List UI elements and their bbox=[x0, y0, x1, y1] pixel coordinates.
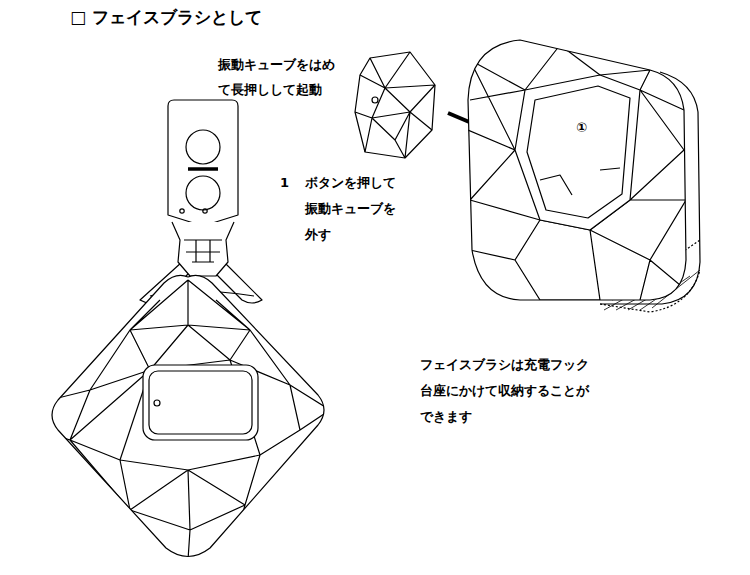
note-text: フェイスブラシは充電フック 台座にかけて収納することが できます bbox=[420, 352, 596, 430]
callout-number: 1 bbox=[280, 170, 296, 196]
cavity-detail bbox=[540, 168, 620, 195]
brush-side-view bbox=[468, 40, 700, 312]
note-text: ボタンを押して 振動キューブを 外す bbox=[305, 170, 403, 248]
hook-button bbox=[186, 130, 220, 164]
cavity-inner bbox=[527, 86, 630, 218]
brush-pad bbox=[143, 365, 258, 440]
page-title: □ フェイスブラシとして bbox=[70, 6, 262, 28]
cube-dot bbox=[372, 97, 378, 103]
clasp-detail bbox=[184, 240, 222, 262]
cube-facets bbox=[355, 52, 435, 158]
cube-cavity bbox=[515, 75, 640, 230]
brush-pad-inner bbox=[149, 371, 252, 434]
hook-clasp bbox=[172, 222, 234, 276]
hook-panel bbox=[168, 100, 238, 226]
brush-on-hook bbox=[40, 100, 330, 560]
callout-number: ① bbox=[576, 118, 597, 138]
hook-dot bbox=[203, 209, 207, 213]
hook-button bbox=[186, 176, 220, 210]
facets bbox=[40, 280, 330, 560]
note-text: 振動キューブをはめ て長押しして起動 bbox=[218, 52, 342, 102]
cube-outline bbox=[355, 52, 435, 158]
vibration-cube bbox=[355, 52, 435, 158]
hook-dot bbox=[180, 209, 184, 213]
pad-dot bbox=[154, 400, 160, 406]
side-facets bbox=[468, 45, 686, 300]
hook-bar bbox=[188, 167, 218, 171]
brush-body bbox=[468, 40, 686, 300]
